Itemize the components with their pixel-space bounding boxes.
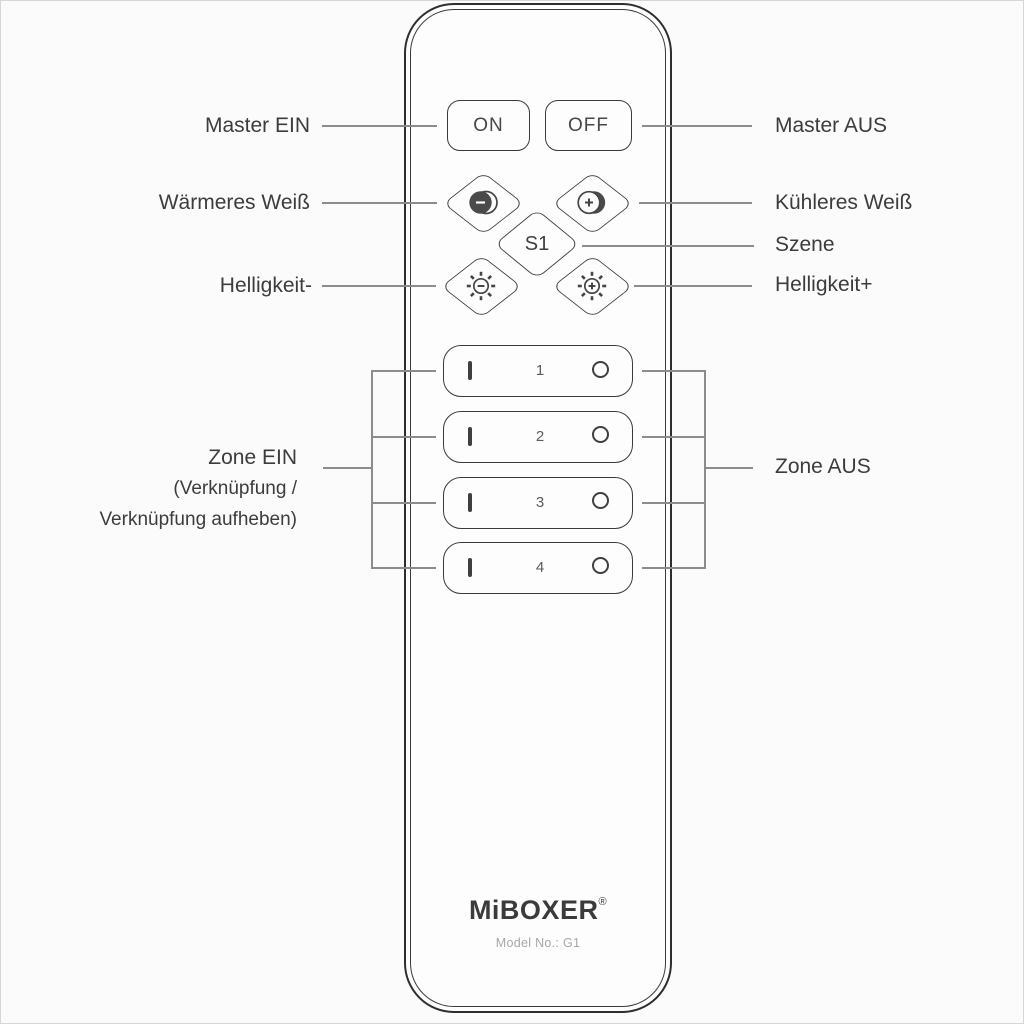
label-brightness-plus: Helligkeit+ (775, 273, 873, 296)
registered-mark: ® (598, 896, 608, 908)
cool-white-moon-plus-icon (577, 190, 606, 215)
label-zone-on-line3: Verknüpfung aufheben) (99, 509, 297, 530)
zone-off-stub-2 (642, 436, 704, 438)
model-number: Model No.: G1 (495, 936, 581, 950)
zone-on-bracket (371, 370, 373, 569)
zone-off-bracket (704, 370, 706, 569)
callout-line-master-on (322, 125, 437, 127)
zone-1-on-bar-icon[interactable] (468, 361, 472, 380)
zone-1-number: 1 (535, 362, 545, 379)
zone-off-stub-1 (642, 370, 704, 372)
zone-3-number: 3 (535, 493, 545, 511)
master-off-button[interactable]: OFF (545, 100, 632, 151)
callout-line-master-off (642, 125, 752, 127)
callout-line-cooler-white (639, 202, 752, 204)
zone-4-on-bar-icon[interactable] (468, 557, 472, 577)
zone-2-on-bar-icon[interactable] (468, 426, 472, 446)
zone-1-button[interactable]: 1 (443, 345, 633, 397)
zone-2-button[interactable]: 2 (443, 410, 633, 463)
scene-button-label: S1 (524, 232, 550, 255)
label-zone-on-line2: (Verknüpfung / (173, 478, 297, 499)
master-on-button[interactable]: ON (447, 100, 530, 151)
remote-faceplate-outline (410, 9, 666, 1007)
zone-on-stub-3 (371, 502, 436, 504)
label-master-on: Master EIN (204, 114, 310, 137)
sun-minus-icon (466, 271, 496, 301)
brand-logo: MiBOXER® (404, 895, 672, 926)
label-zone-on: Zone EIN (Verknüpfung / Verknüpfung aufh… (99, 442, 297, 535)
brand-text: MiBOXER (468, 895, 599, 925)
label-warmer-white: Wärmeres Weiß (158, 191, 310, 214)
zone-off-connector (704, 467, 753, 469)
label-zone-on-line1: Zone EIN (208, 446, 297, 469)
zone-3-on-bar-icon[interactable] (468, 492, 472, 512)
zone-on-connector (323, 467, 371, 469)
zone-2-number: 2 (535, 427, 545, 445)
label-zone-off: Zone AUS (775, 455, 871, 478)
label-cooler-white: Kühleres Weiß (775, 191, 913, 214)
zone-4-number: 4 (535, 558, 545, 576)
zone-1-off-circle-icon[interactable] (592, 360, 609, 378)
label-scene: Szene (775, 233, 835, 256)
callout-line-warmer-white (322, 202, 437, 204)
zone-on-stub-4 (371, 567, 436, 569)
zone-4-button[interactable]: 4 (443, 541, 633, 594)
callout-line-brightness-minus (322, 285, 436, 287)
zone-off-stub-4 (642, 567, 704, 569)
zone-3-button[interactable]: 3 (443, 476, 633, 529)
warm-white-moon-minus-icon (469, 190, 498, 215)
callout-line-brightness-plus (634, 285, 752, 287)
zone-3-off-circle-icon[interactable] (592, 492, 609, 509)
label-master-off: Master AUS (775, 114, 888, 137)
zone-off-stub-3 (642, 502, 704, 504)
callout-line-scene (582, 245, 754, 247)
zone-on-stub-1 (371, 370, 436, 372)
label-brightness-minus: Helligkeit- (219, 274, 312, 297)
zone-4-off-circle-icon[interactable] (592, 557, 609, 574)
zone-on-stub-2 (371, 436, 436, 438)
sun-plus-icon (577, 271, 607, 301)
zone-2-off-circle-icon[interactable] (592, 426, 609, 443)
